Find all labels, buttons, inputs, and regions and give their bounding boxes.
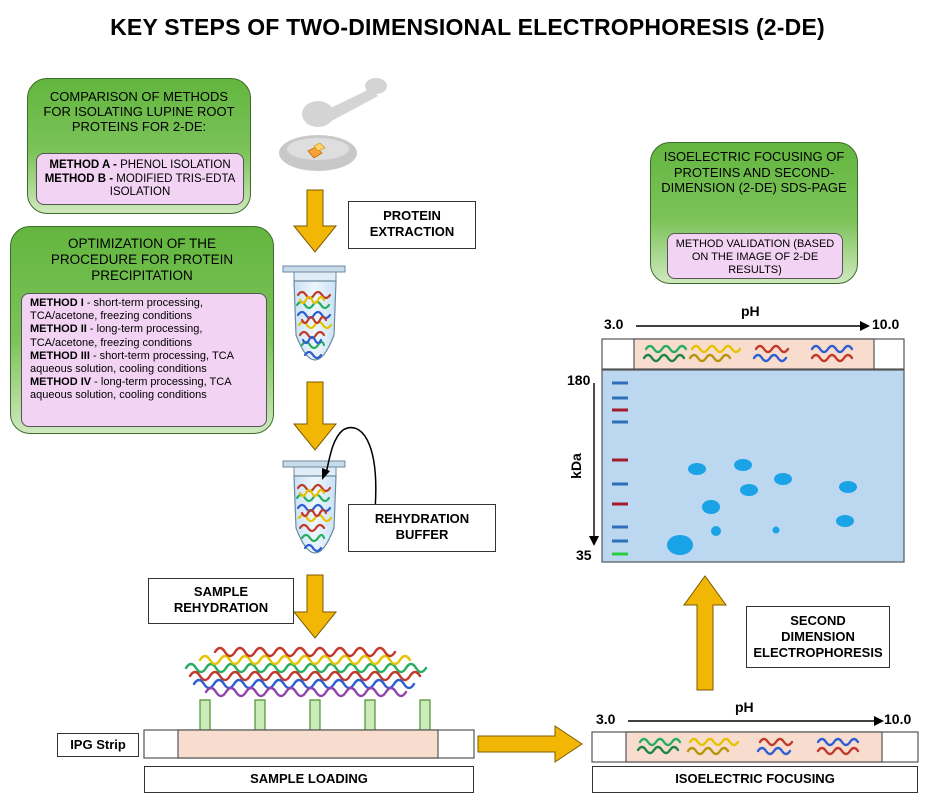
sample-loading-label: SAMPLE LOADING — [144, 766, 474, 793]
up-arrow — [683, 575, 727, 691]
optimization-heading: OPTIMIZATION OF THE PROCEDURE FOR PROTEI… — [50, 236, 234, 283]
kda-top-label: 180 — [567, 372, 591, 388]
method-b-name: METHOD B - — [44, 172, 114, 185]
strip-ph-max: 10.0 — [884, 711, 912, 727]
down-arrow-3 — [292, 574, 338, 639]
method-iv: METHOD IV - long-term processing, TCA aq… — [30, 376, 231, 402]
gel-ph-label: pH — [741, 303, 760, 319]
down-arrow-1 — [292, 189, 338, 253]
ief-sds-page-box: ISOELECTRIC FOCUSING OF PROTEINS AND SEC… — [650, 142, 858, 284]
method-a-name: METHOD A - — [49, 159, 117, 171]
method-validation: METHOD VALIDATION (BASED ON THE IMAGE OF… — [667, 233, 843, 279]
strip-ph-label: pH — [735, 699, 754, 715]
kda-bottom-label: 35 — [576, 547, 592, 563]
protein-coils-icon — [184, 646, 428, 698]
strip-ph-min: 3.0 — [596, 711, 616, 727]
test-tube-2-icon — [282, 460, 346, 554]
molecular-weight-ladder — [612, 381, 628, 556]
gel-top-strip — [601, 338, 905, 370]
optimization-box: OPTIMIZATION OF THE PROCEDURE FOR PROTEI… — [10, 226, 274, 434]
second-dimension-label: SECOND DIMENSION ELECTROPHORESIS — [746, 606, 890, 668]
ipg-strip-label: IPG Strip — [57, 733, 139, 757]
optimization-methods-list: METHOD I - short-term processing, TCA/ac… — [21, 293, 267, 427]
test-tube-icon — [282, 265, 346, 361]
rehydration-buffer-label: REHYDRATION BUFFER — [348, 504, 496, 552]
down-arrow-2 — [292, 381, 338, 451]
page-title: KEY STEPS OF TWO-DIMENSIONAL ELECTROPHOR… — [110, 14, 825, 40]
method-a-desc: PHENOL ISOLATION — [116, 159, 231, 171]
method-i: METHOD I - short-term processing, TCA/ac… — [30, 297, 203, 323]
2de-gel — [601, 369, 905, 563]
protein-extraction-label: PROTEIN EXTRACTION — [348, 201, 476, 249]
method-iii: METHOD III - short-term processing, TCA … — [30, 349, 234, 376]
isoelectric-focusing-label: ISOELECTRIC FOCUSING — [592, 766, 918, 793]
ief-heading: ISOELECTRIC FOCUSING OF PROTEINS AND SEC… — [661, 149, 847, 195]
kda-axis-label: kDa — [567, 453, 584, 479]
protein-spots — [667, 459, 857, 555]
gel-ph-max: 10.0 — [872, 316, 900, 332]
mortar-pestle-icon — [279, 78, 387, 171]
sample-rehydration-label: SAMPLE REHYDRATION — [148, 578, 294, 624]
ief-strip — [591, 731, 919, 763]
ipg-strip-left — [143, 729, 475, 759]
comparison-methods-box: COMPARISON OF METHODS FOR ISOLATING LUPI… — [27, 78, 251, 214]
gel-ph-min: 3.0 — [604, 316, 624, 332]
comparison-methods-list: METHOD A - PHENOL ISOLATION METHOD B - M… — [36, 153, 244, 205]
comparison-heading: COMPARISON OF METHODS FOR ISOLATING LUPI… — [43, 89, 235, 134]
method-b-desc: MODIFIED TRIS-EDTA ISOLATION — [109, 172, 236, 199]
method-ii: METHOD II - long-term processing, TCA/ac… — [30, 323, 203, 349]
right-arrow — [477, 725, 583, 763]
buffer-curve-arrow — [325, 426, 377, 511]
